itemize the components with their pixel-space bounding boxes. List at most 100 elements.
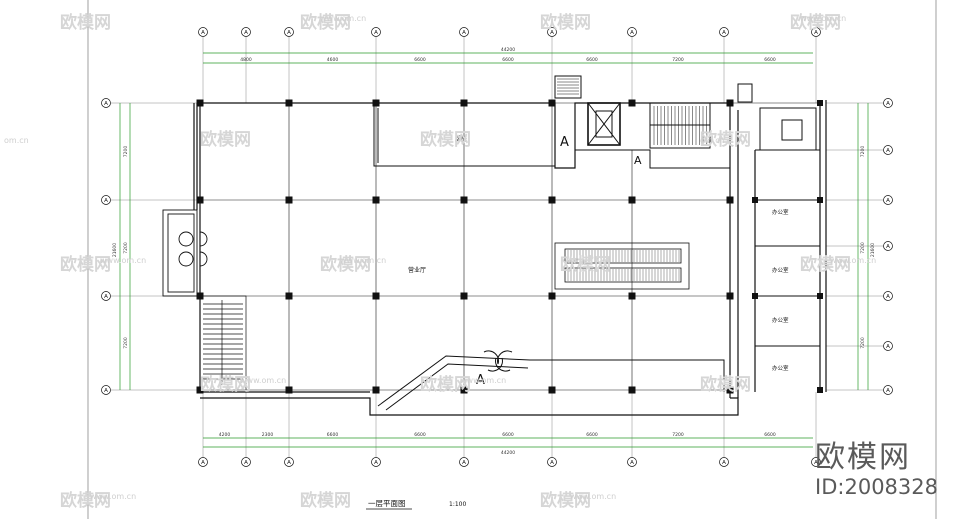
axis-bubble-label: A — [374, 460, 378, 466]
right-axis-bubble: A — [883, 291, 893, 301]
column — [196, 196, 204, 204]
axis-bubble-label: A — [886, 388, 890, 394]
column — [196, 386, 204, 394]
axis-bubble-label: A — [462, 460, 466, 466]
column — [752, 197, 758, 203]
bottom-axis-bubble: A — [811, 457, 821, 467]
escalators — [554, 242, 690, 290]
column — [285, 196, 293, 204]
watermark-stamp: 欧模网 ID:2008328 — [815, 440, 938, 500]
axis-bubble-label: A — [287, 460, 291, 466]
axis-bubble-label: A — [244, 460, 248, 466]
column — [372, 386, 380, 394]
top-axis-bubble: A — [719, 27, 729, 37]
column — [726, 99, 734, 107]
column — [752, 293, 758, 299]
dim-top-bay: 4800 — [240, 57, 252, 63]
dim-top-bay: 6600 — [502, 57, 514, 63]
dim-right-total: 21600 — [870, 243, 876, 257]
column — [460, 196, 468, 204]
dim-bottom-bay: 6600 — [502, 432, 514, 438]
axis-bubble-label: A — [104, 198, 108, 204]
room-label-office-1: 办公室 — [772, 208, 789, 216]
column — [817, 100, 823, 106]
right-axis-bubble: A — [883, 341, 893, 351]
left-axis-bubble: A — [101, 98, 111, 108]
dim-overall-bottom: 44200 — [501, 450, 515, 456]
bottom-axis-bubble: A — [371, 457, 381, 467]
axis-bubble-label: A — [462, 30, 466, 36]
axis-bubble-label: A — [104, 388, 108, 394]
column — [628, 99, 636, 107]
dim-left-row: 7200 — [123, 337, 129, 349]
right-axis-bubble: A — [883, 385, 893, 395]
axis-bubble-label: A — [287, 30, 291, 36]
dim-bottom-bay: 2300 — [262, 432, 274, 438]
axis-bubble-label: A — [886, 148, 890, 154]
office-walls — [755, 199, 820, 347]
entry-mark-1: A — [560, 135, 569, 150]
axis-bubble-label: A — [886, 101, 890, 107]
service-core — [554, 75, 820, 169]
dim-left-row: 7200 — [123, 146, 129, 158]
dimension-lines — [119, 52, 869, 448]
dim-left-row: 7200 — [123, 242, 129, 254]
right-axis-bubble: A — [883, 195, 893, 205]
dim-bottom-bay: 6600 — [764, 432, 776, 438]
top-axis-bubble: A — [241, 27, 251, 37]
column — [285, 99, 293, 107]
left-axis-group: A A A A — [101, 98, 200, 395]
column — [817, 387, 823, 393]
stamp-brand: 欧模网 — [815, 440, 912, 475]
axis-bubble-label: A — [886, 198, 890, 204]
axis-bubble-label: A — [550, 460, 554, 466]
right-axis-bubble: A — [883, 145, 893, 155]
column — [460, 99, 468, 107]
bottom-axis-bubble: A — [284, 457, 294, 467]
axis-bubble-label: A — [201, 30, 205, 36]
axis-bubble-label: A — [201, 460, 205, 466]
column — [628, 196, 636, 204]
top-axis-bubble: A — [459, 27, 469, 37]
column — [460, 292, 468, 300]
columns — [196, 99, 823, 394]
column — [817, 197, 823, 203]
top-axis-bubble: A — [547, 27, 557, 37]
column — [372, 196, 380, 204]
bottom-axis-bubble: A — [719, 457, 729, 467]
structural-grid — [200, 102, 820, 392]
axis-bubble-label: A — [104, 294, 108, 300]
drawing-scale: 1:100 — [449, 501, 466, 508]
escalator-steps — [567, 250, 680, 281]
bottom-axis-bubble: A — [198, 457, 208, 467]
drawing-title-block: 一层平面图 1:100 — [366, 499, 466, 510]
axis-bubble-label: A — [550, 30, 554, 36]
axis-bubble-label: A — [722, 460, 726, 466]
column — [196, 99, 204, 107]
room-label-kitchen: 厨房 — [455, 135, 467, 143]
dim-right-row: 7200 — [860, 146, 866, 158]
left-axis-bubble: A — [101, 195, 111, 205]
dim-right-row: 7200 — [860, 337, 866, 349]
entry-mark-2: A — [634, 154, 642, 167]
column — [548, 386, 556, 394]
drawing-title: 一层平面图 — [368, 499, 406, 508]
column — [726, 292, 734, 300]
column — [285, 292, 293, 300]
axis-bubble-label: A — [374, 30, 378, 36]
axis-bubble-label: A — [814, 460, 818, 466]
stamp-id: ID:2008328 — [815, 475, 938, 499]
axis-bubble-label: A — [104, 101, 108, 107]
top-axis-bubble: A — [627, 27, 637, 37]
dim-top-bay: 6600 — [764, 57, 776, 63]
dim-top-bay: 7200 — [672, 57, 684, 63]
room-labels: 厨房 营业厅 办公室 办公室 办公室 办公室 A A A — [408, 135, 789, 388]
dim-right-row: 7200 — [860, 242, 866, 254]
dim-overall-top: 44200 — [501, 47, 515, 53]
room-label-office-4: 办公室 — [772, 364, 789, 372]
entrance-ramp — [377, 350, 725, 411]
